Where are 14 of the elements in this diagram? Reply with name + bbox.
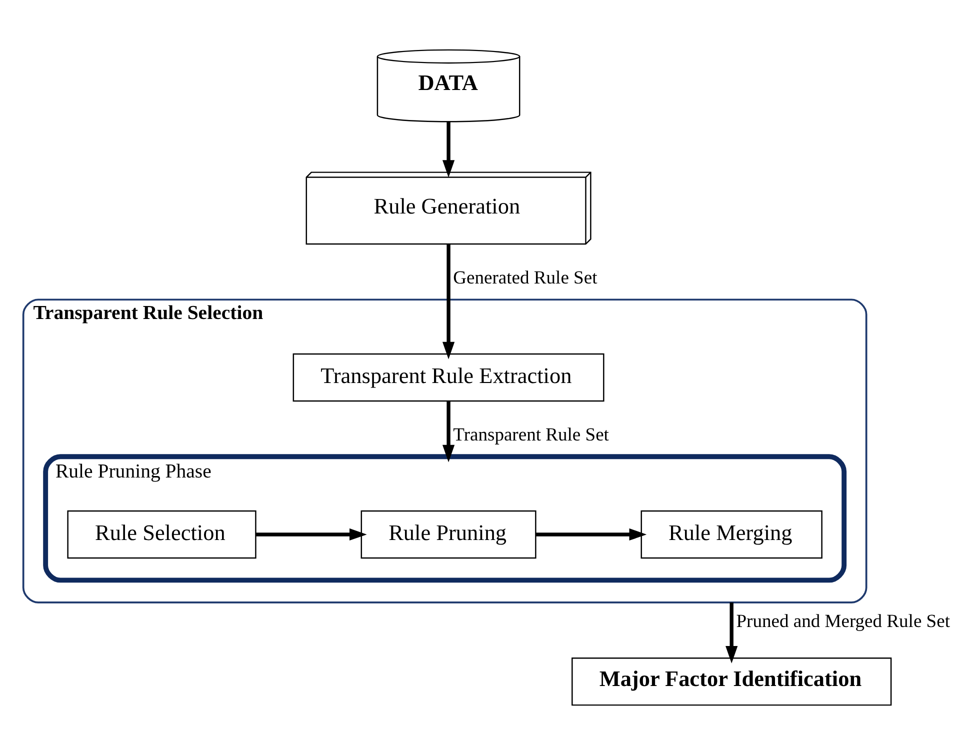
arrow bbox=[536, 528, 647, 541]
node-box: Rule Pruning bbox=[360, 510, 536, 559]
arrow bbox=[442, 244, 455, 360]
node-box: Rule Merging bbox=[640, 510, 822, 559]
arrow bbox=[442, 122, 455, 178]
node-box: Rule Selection bbox=[67, 510, 256, 559]
edge-label: Generated Rule Set bbox=[453, 268, 598, 289]
arrow bbox=[726, 602, 738, 664]
edge-label: Transparent Rule Set bbox=[453, 424, 609, 446]
arrow bbox=[256, 528, 367, 541]
node-box: Transparent Rule Extraction bbox=[292, 353, 604, 402]
node-box: Major Factor Identification bbox=[572, 657, 892, 706]
arrow bbox=[442, 401, 455, 462]
edge-label: Pruned and Merged Rule Set bbox=[736, 611, 950, 632]
